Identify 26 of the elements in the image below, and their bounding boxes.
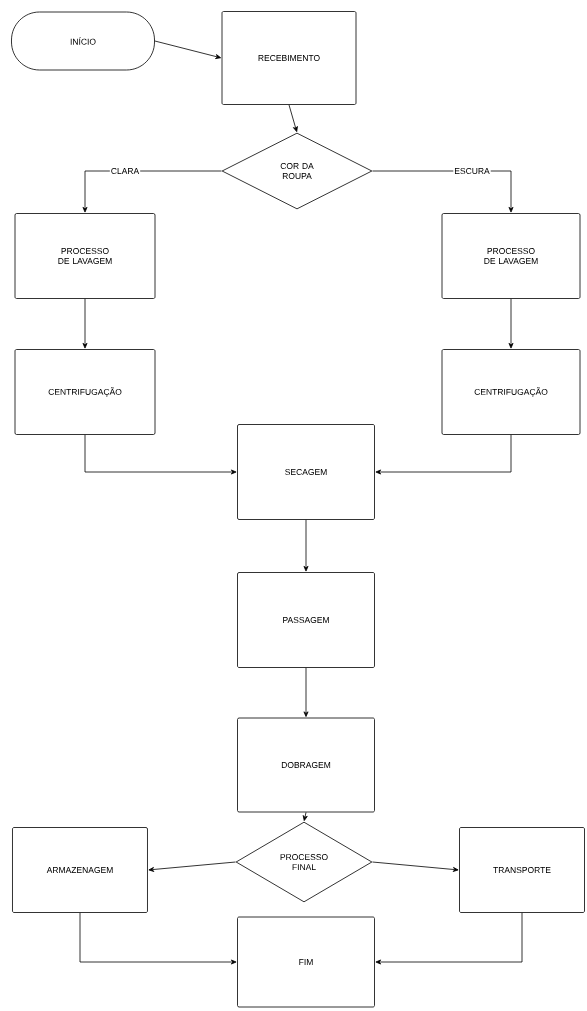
process-box: CENTRIFUGAÇÃO <box>441 349 581 435</box>
arrow <box>154 40 221 59</box>
process-box: ARMAZENAGEM <box>12 827 148 913</box>
arrow <box>79 912 237 965</box>
edge-label: ESCURA <box>453 167 491 175</box>
process-box: SECAGEM <box>237 424 375 520</box>
process-box: PROCESSO DE LAVAGEM <box>441 213 581 299</box>
arrow <box>302 812 308 821</box>
arrow <box>375 434 512 475</box>
process-box: PASSAGEM <box>237 572 375 668</box>
process-box: TRANSPORTE <box>459 827 585 913</box>
arrow <box>508 298 514 349</box>
process-box: PROCESSO DE LAVAGEM <box>14 213 156 299</box>
arrow <box>303 519 309 572</box>
arrow <box>148 861 236 872</box>
arrow <box>84 434 237 475</box>
process-box: CENTRIFUGAÇÃO <box>14 349 156 435</box>
arrow <box>372 861 459 872</box>
arrow <box>303 667 309 717</box>
arrow <box>288 104 298 132</box>
process-box: RECEBIMENTO <box>221 11 357 105</box>
arrow <box>375 912 523 965</box>
edge-label: CLARA <box>109 167 141 175</box>
process-box: FIM <box>237 916 375 1008</box>
arrow <box>82 298 88 349</box>
process-box: DOBRAGEM <box>237 717 375 813</box>
